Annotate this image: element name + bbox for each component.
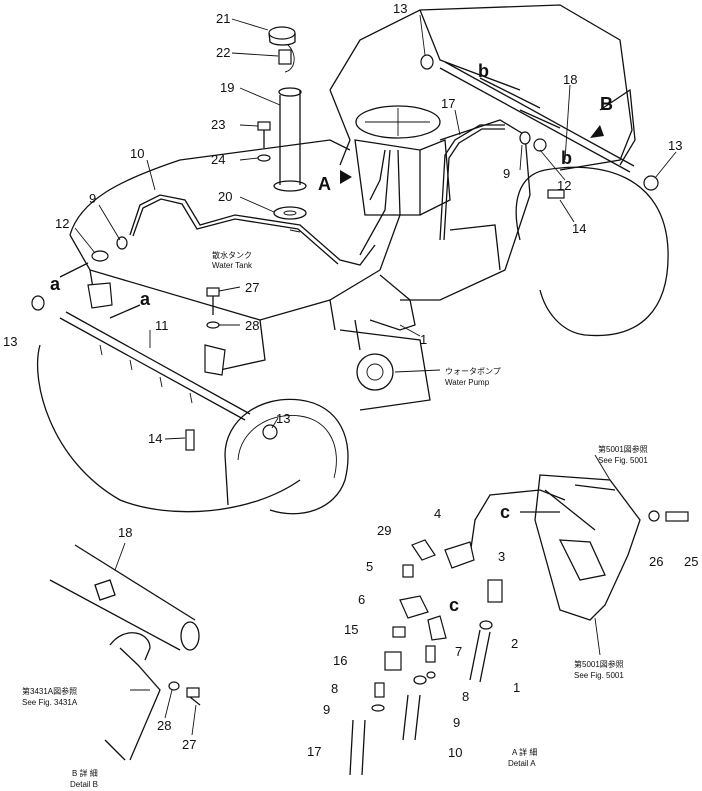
callout-9: 9	[323, 702, 330, 717]
callout-9: 9	[503, 166, 510, 181]
callout-11: 11	[155, 318, 169, 333]
callout-29: 29	[377, 523, 391, 538]
detail-a-title-en: Detail A	[508, 759, 536, 768]
callout-14: 14	[572, 221, 586, 236]
see-fig-5001-bottom-en: See Fig. 5001	[574, 671, 624, 680]
callout-a: a	[50, 274, 61, 294]
see-fig-5001-top-jp: 第5001図参照	[598, 444, 648, 454]
callout-2: 2	[511, 636, 518, 651]
callout-4: 4	[434, 506, 441, 521]
callout-20: 20	[218, 189, 232, 204]
callout-10: 10	[448, 745, 462, 760]
callout-12: 12	[557, 178, 571, 193]
callout-27: 27	[245, 280, 259, 295]
callout-b: b	[561, 148, 572, 168]
callout-9: 9	[89, 191, 96, 206]
callout-14: 14	[148, 431, 162, 446]
callout-B: B	[600, 94, 613, 114]
callout-c: c	[449, 595, 459, 615]
callout-8: 8	[462, 689, 469, 704]
callout-13: 13	[3, 334, 17, 349]
callout-b: b	[478, 61, 489, 81]
water-tank-label-en: Water Tank	[212, 261, 253, 270]
callout-18: 18	[118, 525, 132, 540]
callout-7: 7	[455, 644, 462, 659]
annotation-labels: 散水タンク Water Tank ウォータポンプ Water Pump 第500…	[22, 250, 648, 789]
callout-23: 23	[211, 117, 225, 132]
callout-A: A	[318, 174, 331, 194]
detail-a-drawing	[349, 474, 689, 776]
see-fig-3431a-jp: 第3431A図参照	[22, 686, 77, 696]
callout-26: 26	[649, 554, 663, 569]
callout-numbers: 21 22 19 23 24 20 10 9 12 a a 13 11 27 2…	[3, 1, 698, 760]
see-fig-5001-bottom-jp: 第5001図参照	[574, 659, 624, 669]
callout-17: 17	[441, 96, 455, 111]
callout-19: 19	[220, 80, 234, 95]
detail-b-drawing	[49, 544, 201, 761]
callout-13: 13	[276, 411, 290, 426]
roller-machine-drawing	[31, 4, 669, 515]
callout-13: 13	[393, 1, 407, 16]
callout-15: 15	[344, 622, 358, 637]
callout-22: 22	[216, 45, 230, 60]
water-tank-label-jp: 散水タンク	[212, 250, 252, 260]
callout-17: 17	[307, 744, 321, 759]
water-pump-label-jp: ウォータポンプ	[445, 367, 501, 376]
callout-8: 8	[331, 681, 338, 696]
callout-21: 21	[216, 11, 230, 26]
callout-28: 28	[245, 318, 259, 333]
callout-10: 10	[130, 146, 144, 161]
callout-28: 28	[157, 718, 171, 733]
callout-a: a	[140, 289, 151, 309]
callout-13: 13	[668, 138, 682, 153]
callout-6: 6	[358, 592, 365, 607]
callout-24: 24	[211, 152, 225, 167]
callout-5: 5	[366, 559, 373, 574]
callout-1: 1	[420, 332, 427, 347]
detail-b-title-jp: B 詳 細	[72, 768, 98, 778]
detail-a-title-jp: A 詳 細	[512, 747, 537, 757]
callout-9: 9	[453, 715, 460, 730]
callout-c: c	[500, 502, 510, 522]
leader-lines	[74, 14, 677, 736]
callout-16: 16	[333, 653, 347, 668]
callout-18: 18	[563, 72, 577, 87]
callout-3: 3	[498, 549, 505, 564]
see-fig-3431a-en: See Fig. 3431A	[22, 698, 78, 707]
see-fig-5001-top-en: See Fig. 5001	[598, 456, 648, 465]
callout-27: 27	[182, 737, 196, 752]
detail-b-title-en: Detail B	[70, 780, 98, 789]
water-pump-label-en: Water Pump	[445, 378, 490, 387]
callout-25: 25	[684, 554, 698, 569]
callout-12: 12	[55, 216, 69, 231]
callout-1: 1	[513, 680, 520, 695]
